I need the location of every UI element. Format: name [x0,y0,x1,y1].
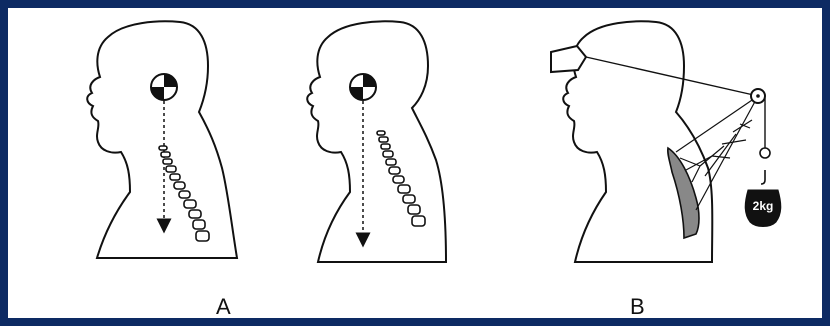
traction-cord [586,57,758,96]
back-pad [668,148,699,238]
panel-b-label: B [630,296,645,318]
head-halter-strap [551,46,586,72]
head-silhouette-a2 [307,21,446,262]
weight-hook [760,148,770,184]
head-silhouette-a1 [87,21,237,258]
weight-label: 2kg [753,199,774,213]
center-of-gravity-icon [350,74,376,100]
weight-icon: 2kg [745,190,781,227]
pulley-icon [751,89,765,103]
cervical-spine-a2 [377,131,425,226]
center-of-gravity-icon [151,74,177,100]
cervical-spine-a1 [159,146,209,241]
panel-a-label: A [216,296,231,318]
